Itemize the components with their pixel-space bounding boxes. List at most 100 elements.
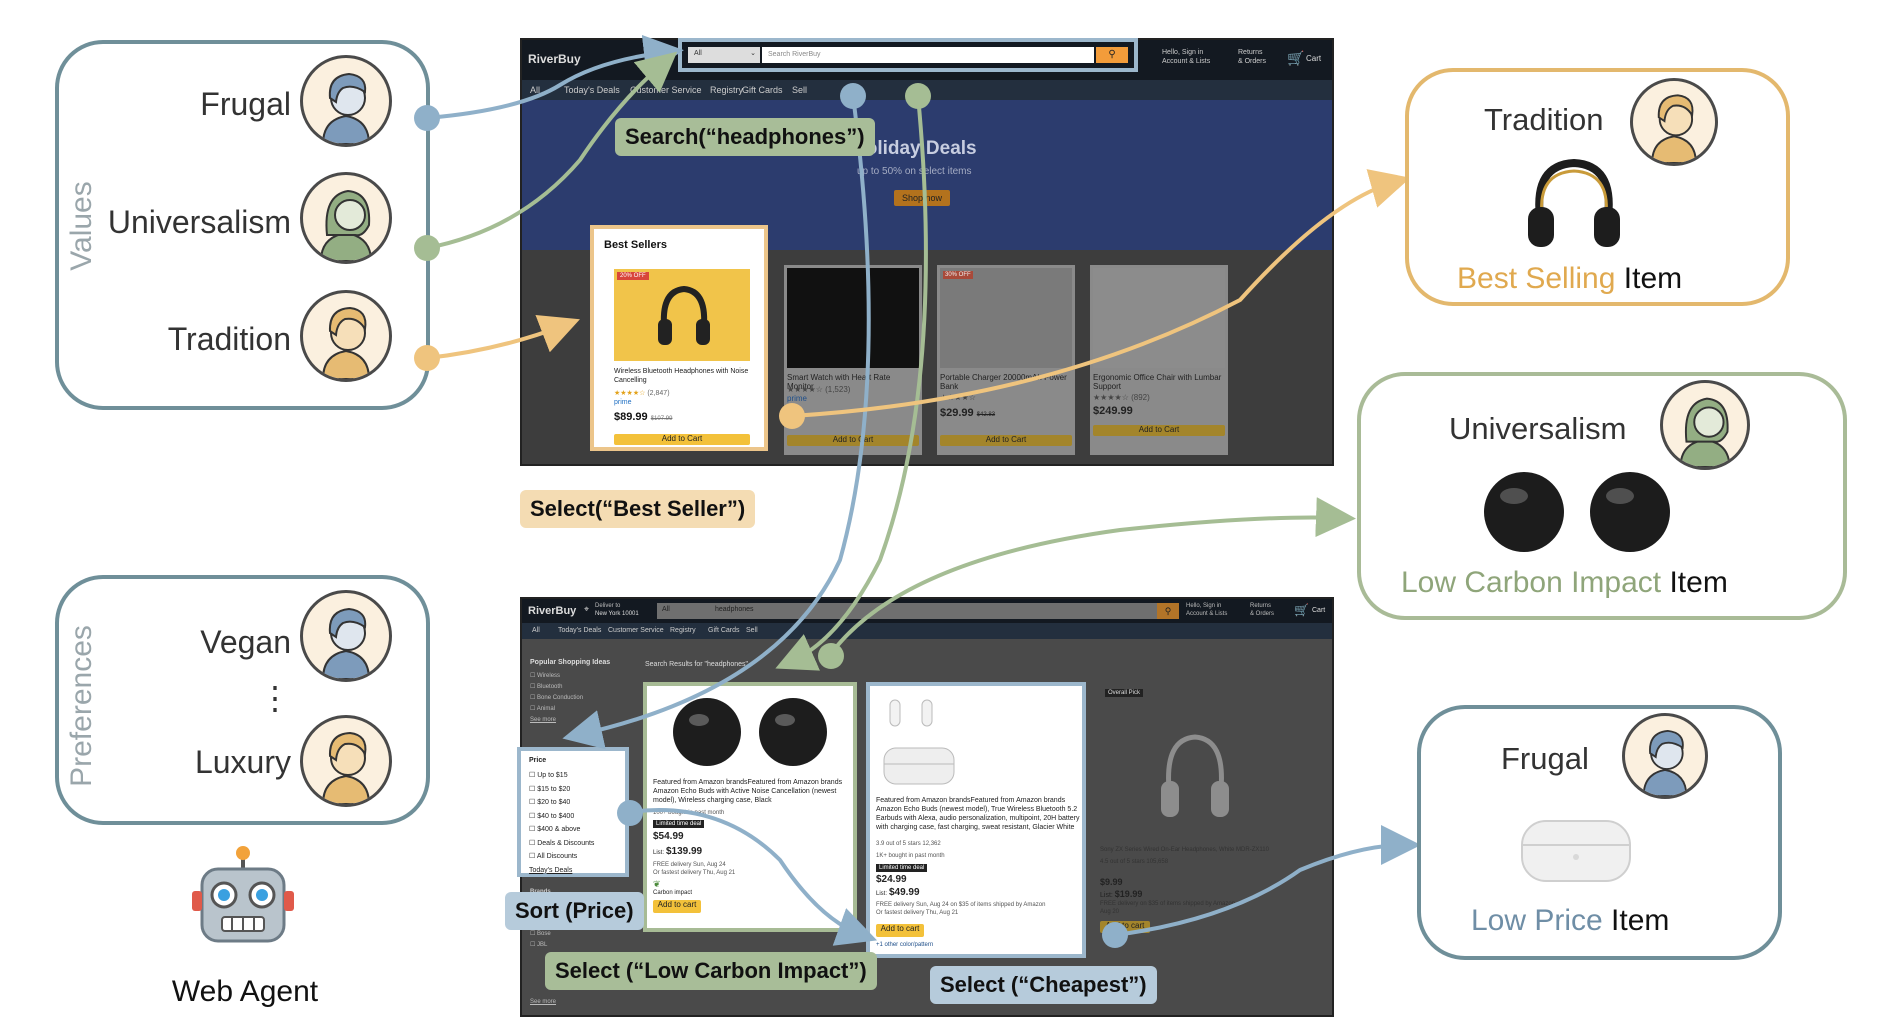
todays-deals-link[interactable]: Today's Deals xyxy=(529,866,573,874)
price-all-discounts-label: All Discounts xyxy=(536,853,578,860)
price-40-400[interactable]: ☐ $40 to $400 xyxy=(529,812,575,820)
see-more-link[interactable]: See more xyxy=(530,717,557,723)
sony-delivery: FREE delivery on $35 of items shipped by… xyxy=(1100,901,1236,907)
search-scope-label: All xyxy=(694,50,702,57)
search-bar-highlight: All ⌄ Search RiverBuy ⚲ xyxy=(678,38,1138,72)
results-nav-registry[interactable]: Registry xyxy=(670,627,696,634)
homepage-orders-label: & Orders xyxy=(1238,58,1267,65)
charger-price: $29.99 $42.83 xyxy=(940,407,995,419)
echo-black-add-to-cart[interactable]: Add to cart xyxy=(653,900,701,913)
results-logo[interactable]: RiverBuy xyxy=(528,605,577,617)
echo-black-list-price: $139.99 xyxy=(665,846,703,857)
idea-animal[interactable]: ☐ Animal xyxy=(530,706,556,712)
search-button-icon[interactable]: ⚲ xyxy=(1096,47,1128,63)
idea-bluetooth-label: Bluetooth xyxy=(537,684,563,690)
results-cart-label: Cart xyxy=(1312,607,1326,614)
preference-vegan-label: Vegan xyxy=(200,624,291,660)
results-cart-icon[interactable]: 🛒 xyxy=(1294,603,1309,617)
results-nav-deals[interactable]: Today's Deals xyxy=(558,627,602,634)
results-search-input[interactable]: All headphones xyxy=(657,603,1157,619)
sony-fastest: Aug 20 xyxy=(1100,909,1120,915)
banner-shop-button[interactable]: Shop now xyxy=(894,190,951,206)
echo-white-colors[interactable]: +1 other color/pattern xyxy=(876,942,934,948)
product-card-chair[interactable]: Ergonomic Office Chair with Lumbar Suppo… xyxy=(1090,265,1228,455)
product-card-charger[interactable]: 30% OFF Portable Charger 20000mAh Power … xyxy=(937,265,1075,455)
homepage-nav-registry[interactable]: Registry xyxy=(710,85,744,95)
search-input[interactable]: Search RiverBuy xyxy=(762,47,1094,63)
results-nav-giftcards[interactable]: Gift Cards xyxy=(708,627,740,634)
results-nav-sell[interactable]: Sell xyxy=(746,627,758,634)
headphones-product-image: 20% OFF xyxy=(614,269,750,361)
results-account-greeting: Hello, Sign in xyxy=(1186,603,1222,609)
result-card-echo-buds-black[interactable]: Featured from Amazon brandsFeatured from… xyxy=(643,682,857,932)
product-card-watch[interactable]: Smart Watch with Heart Rate Monitor ★★★★… xyxy=(784,265,922,455)
sony-price: $9.99 xyxy=(1100,877,1123,887)
echo-black-list-label: List: xyxy=(653,850,665,856)
result-universalism-title: Universalism xyxy=(1449,411,1627,446)
results-returns[interactable]: Returns& Orders xyxy=(1250,602,1274,618)
price-40-400-label: $40 to $400 xyxy=(537,812,575,820)
arrow-frugal-to-search xyxy=(426,34,684,120)
charger-price-value: $29.99 xyxy=(940,407,974,419)
homepage-account-lists: Account & Lists xyxy=(1162,58,1211,65)
homepage-logo[interactable]: RiverBuy xyxy=(528,52,581,66)
price-400-above[interactable]: ☐ $400 & above xyxy=(529,826,581,833)
homepage-nav-deals[interactable]: Today's Deals xyxy=(564,85,620,95)
price-deals-discounts[interactable]: ☐ Deals & Discounts xyxy=(529,839,595,847)
best-sellers-card[interactable]: Best Sellers 20% OFF Wireless Bluetooth … xyxy=(590,225,768,451)
echo-white-fastest: Or fastest delivery Thu, Aug 21 xyxy=(876,910,959,916)
brand-jbl[interactable]: ☐ JBL xyxy=(530,942,548,948)
price-20-40[interactable]: ☐ $20 to $40 xyxy=(529,799,571,806)
homepage-nav-sell[interactable]: Sell xyxy=(792,85,808,95)
headphones-name: Wireless Bluetooth Headphones with Noise… xyxy=(614,368,749,384)
headphones-add-to-cart[interactable]: Add to Cart xyxy=(614,434,750,445)
results-search-scope[interactable]: All xyxy=(662,606,670,613)
homepage-nav-all[interactable]: All xyxy=(530,85,541,95)
result-universalism-panel: Universalism Low Carbon Impact Item xyxy=(1357,372,1847,620)
watch-reviews: (1,523) xyxy=(825,385,851,394)
idea-wireless[interactable]: ☐ Wireless xyxy=(530,673,561,679)
watch-rating: ★★★★☆ (1,523) xyxy=(787,385,850,394)
search-scope-select[interactable]: All ⌄ xyxy=(688,47,760,63)
results-nav-all[interactable]: All xyxy=(532,627,540,634)
echo-white-list-label: List: xyxy=(876,891,888,897)
see-more-brands-link[interactable]: See more xyxy=(530,999,557,1005)
results-search-button-icon[interactable]: ⚲ xyxy=(1157,603,1179,619)
idea-bluetooth[interactable]: ☐ Bluetooth xyxy=(530,684,563,690)
result-card-echo-buds-white[interactable]: Featured from Amazon brandsFeatured from… xyxy=(866,682,1086,958)
price-all-discounts[interactable]: ☐ All Discounts xyxy=(529,853,578,860)
result-frugal-title: Frugal xyxy=(1501,741,1589,776)
result-frugal-rest: Item xyxy=(1602,904,1670,937)
chair-rating: ★★★★☆ (892) xyxy=(1093,393,1150,402)
chair-add-to-cart[interactable]: Add to Cart xyxy=(1093,425,1225,436)
charger-name: Portable Charger 20000mAh Power Bank xyxy=(940,373,1067,391)
echo-black-deal-badge: Limited time deal xyxy=(653,820,705,828)
homepage-cart-icon[interactable]: 🛒 xyxy=(1287,50,1305,66)
watch-prime: prime xyxy=(787,394,808,403)
sony-list-label: List: xyxy=(1100,892,1113,899)
price-up-to-15[interactable]: ☐ Up to $15 xyxy=(529,772,568,779)
idea-bone-conduction[interactable]: ☐ Bone Conduction xyxy=(530,695,584,701)
result-frugal-panel: Frugal Low Price Item xyxy=(1417,705,1782,960)
echo-white-bought: 1K+ bought in past month xyxy=(876,853,945,859)
chair-name: Ergonomic Office Chair with Lumbar Suppo… xyxy=(1093,373,1222,391)
results-subnav: All Today's Deals Customer Service Regis… xyxy=(522,623,1332,639)
homepage-nav-giftcards[interactable]: Gift Cards xyxy=(742,85,783,95)
echo-black-price: $54.99 xyxy=(653,831,684,842)
price-15-20[interactable]: ☐ $15 to $20 xyxy=(529,785,571,793)
brand-bose[interactable]: ☐ Bose xyxy=(530,931,551,937)
arrow-bestseller-to-tradition xyxy=(791,169,1411,418)
echo-white-add-to-cart[interactable]: Add to cart xyxy=(876,924,924,937)
arrow-tradition-to-bestseller xyxy=(426,314,580,360)
charger-add-to-cart[interactable]: Add to Cart xyxy=(940,435,1072,446)
result-universalism-rest: Item xyxy=(1661,566,1728,599)
chevron-down-icon: ⌄ xyxy=(750,50,756,57)
watch-add-to-cart[interactable]: Add to Cart xyxy=(787,435,919,446)
bestseller-dot xyxy=(779,403,805,429)
results-nav-service[interactable]: Customer Service xyxy=(608,627,664,634)
homepage-returns[interactable]: Returns& Orders xyxy=(1238,48,1266,66)
